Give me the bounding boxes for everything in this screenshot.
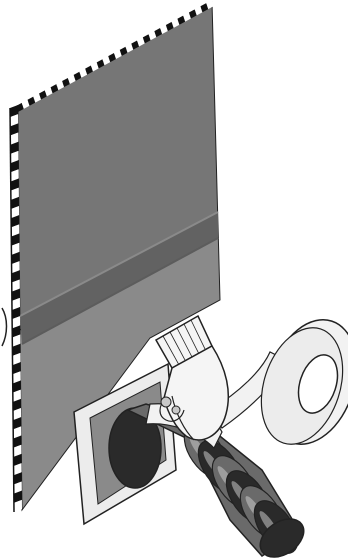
edge-mark <box>2 308 7 346</box>
clip-ring <box>161 397 171 407</box>
clip-ring <box>172 406 180 414</box>
